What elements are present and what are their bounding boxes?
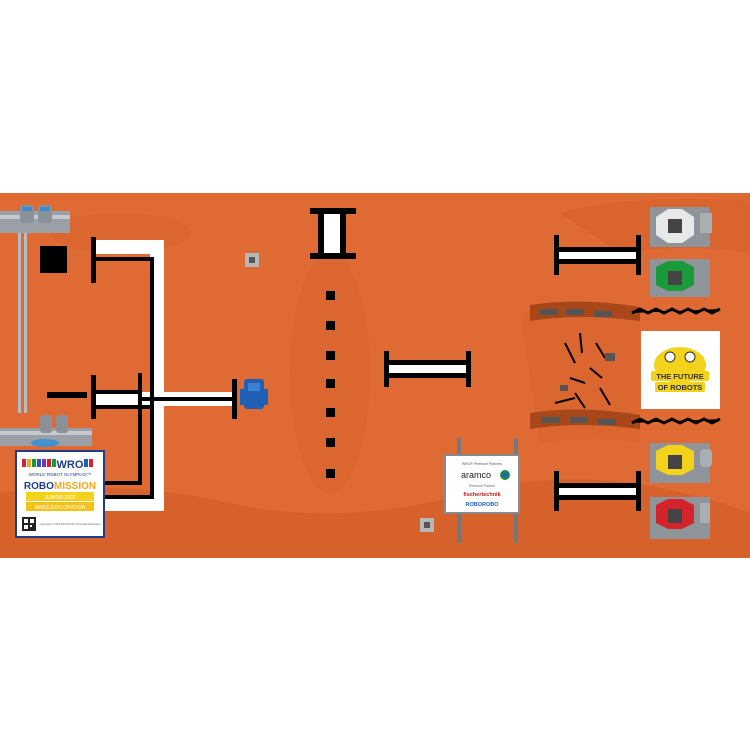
sponsor-brand2: fischertechnik [463,492,501,498]
bar-marker [47,392,87,398]
water-tanks-base-bottom [0,415,92,447]
aramco-logo-icon [500,470,510,480]
rock-column [326,291,335,478]
trench-top [530,301,640,321]
future-badge: THE FUTURE OF ROBOTS [641,331,720,409]
theme-label: MARS EXPLORATION [34,505,85,511]
category-label: JUNIOR 2022 [44,495,75,501]
game-mat: THE FUTURE OF ROBOTS WRO® Premium Partne… [0,193,750,558]
wro-figures-icon [22,459,93,467]
sponsor-board: WRO® Premium Partners aramco Premium Par… [444,438,520,543]
sponsor-sub: Premium Partner [469,484,496,488]
wro-card: WRO WORLD ROBOT OLYMPIAD™ ROBOMISSION JU… [15,450,105,538]
barrier-middle [384,351,471,387]
wro-logo: WRO [57,459,84,471]
robomission-title: ROBOMISSION [24,481,96,492]
sample-base-icon [650,207,712,539]
lane-network [91,237,237,511]
start-square [40,246,67,273]
wro-subtitle: WORLD ROBOT OLYMPIAD™ [29,472,92,477]
barrier-right-top [554,235,641,275]
barrier-right-bottom [554,471,641,511]
rubble [554,332,615,409]
robo-label: ROBO [24,481,54,492]
sponsor-caption: WRO® Premium Partners [462,462,503,466]
robot-icon [240,379,268,409]
qr-code-icon [22,517,36,531]
water-tanks-base-top [0,205,70,413]
sponsor-brand3: ROBOROBO [466,502,500,508]
trench-bottom [530,409,640,429]
future-badge-line2: OF ROBOTS [658,383,703,392]
water-tanks-icon [20,205,52,223]
future-badge-line1: THE FUTURE [656,372,704,381]
card-fineprint: Copyright © 2022 World Robot Olympiad As… [40,522,101,526]
barrier-top [310,208,356,259]
sponsor-brand1: aramco [461,470,491,480]
sample-tiles [245,253,434,532]
zigzag-marks [631,307,721,425]
mission-label: MISSION [54,481,96,492]
